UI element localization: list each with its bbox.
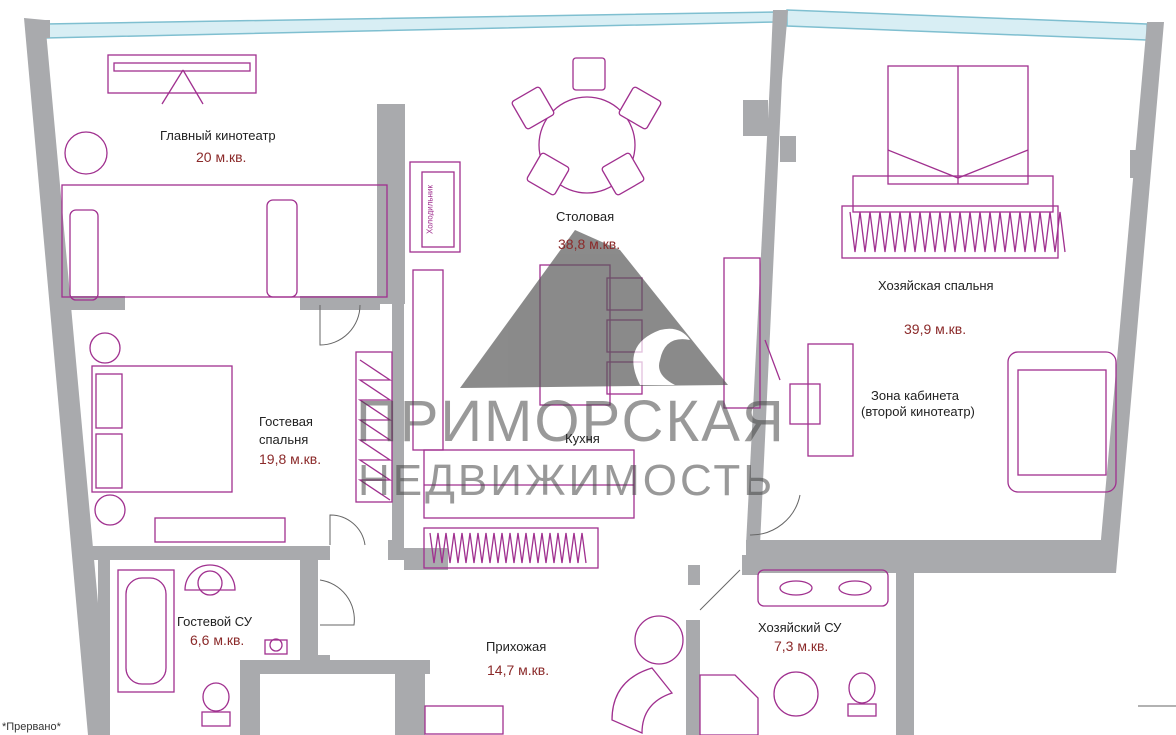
master-bedroom-furniture [764, 65, 1117, 493]
main-cinema-furniture [61, 54, 388, 301]
windows [44, 9, 1148, 41]
hallway-area: 14,7 м.кв. [487, 662, 550, 678]
dining-furniture [409, 57, 761, 451]
main-cinema-name: Главный кинотеатр [160, 128, 276, 143]
office-zone-name-1: Зона кабинета [871, 388, 960, 403]
master-bedroom-area: 39,9 м.кв. [904, 321, 967, 337]
guest-bath-furniture [117, 564, 288, 727]
dining-area: 38,8 м.кв. [558, 236, 621, 252]
watermark-line1: ПРИМОРСКАЯ [356, 389, 786, 454]
guest-bedroom-name-1: Гостевая [259, 414, 313, 429]
master-bath-name: Хозяйский СУ [758, 620, 842, 635]
hallway-furniture [424, 615, 684, 735]
status-text: *Прервано* [2, 721, 61, 733]
fridge-label: Холодильник [425, 185, 435, 234]
master-bath-area: 7,3 м.кв. [774, 638, 829, 654]
dining-name: Столовая [556, 209, 615, 224]
master-bath-furniture [699, 569, 889, 735]
main-cinema-area: 20 м.кв. [196, 149, 247, 165]
guest-bedroom-area: 19,8 м.кв. [259, 451, 322, 467]
watermark-logo [460, 230, 728, 388]
hallway-name: Прихожая [486, 639, 547, 654]
master-bedroom-name: Хозяйская спальня [878, 278, 994, 293]
kitchen-name: Кухня [565, 431, 600, 446]
guest-bedroom-name-2: спальня [259, 432, 309, 447]
doors [319, 304, 1176, 707]
guest-bath-area: 6,6 м.кв. [190, 632, 245, 648]
office-zone-name-2: (второй кинотеатр) [861, 404, 975, 419]
guest-bedroom-furniture [89, 332, 393, 543]
watermark-line2: НЕДВИЖИМОСТЬ [358, 456, 776, 505]
walls [24, 10, 1164, 735]
guest-bath-name: Гостевой СУ [177, 614, 253, 629]
